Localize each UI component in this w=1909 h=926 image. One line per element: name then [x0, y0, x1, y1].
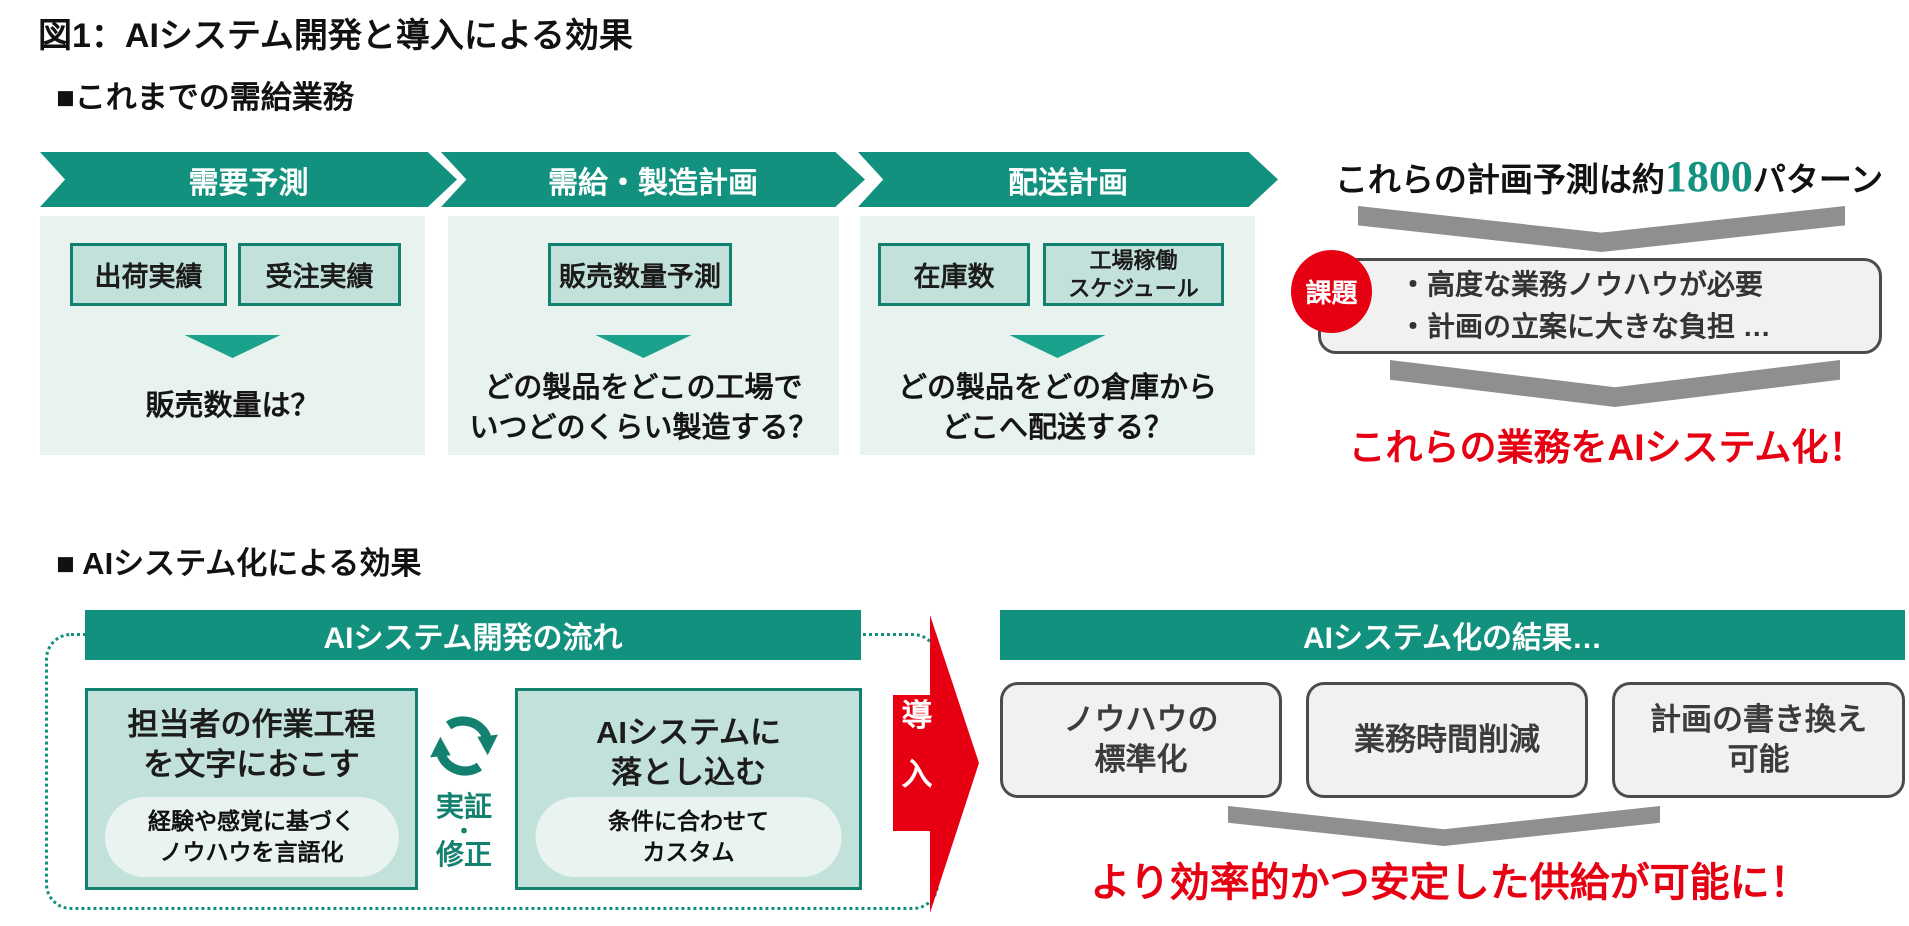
- down-triangle-icon: [595, 335, 692, 358]
- deploy-arrow-label: 導 入: [897, 690, 937, 794]
- verify-fix-label: 実証 ・ 修正: [420, 791, 508, 871]
- benefit-box-time-reduction: 業務時間削減: [1306, 682, 1588, 798]
- down-chevron-icon: [1228, 806, 1660, 846]
- input-box-label: 受注実績: [265, 262, 374, 292]
- issue-item: ・高度な業務ノウハウが必要: [1399, 269, 1764, 300]
- flow-box-title-line: AIシステムに: [595, 715, 782, 750]
- input-box-shipment-results: 出荷実績: [70, 243, 227, 306]
- input-box-label: 在庫数: [913, 262, 995, 292]
- input-box-label: 販売数量予測: [559, 262, 721, 292]
- question-line: 販売数量は？: [145, 390, 320, 422]
- step-banner-supply-production-plan: 需給・製造計画: [441, 152, 865, 207]
- input-box-label: 出荷実績: [94, 262, 203, 292]
- input-box-label: 工場稼働: [1089, 248, 1178, 273]
- deploy-arrow-icon: [893, 615, 979, 913]
- step-banner-label: 配送計画: [1008, 166, 1128, 200]
- flow-box-note: 条件に合わせて カスタム: [535, 797, 842, 877]
- flow-box-transcribe-process: 担当者の作業工程 を文字におこす 経験や感覚に基づく ノウハウを言語化: [85, 688, 418, 890]
- cycle-arrows-icon: [430, 716, 498, 776]
- step-banner-demand-forecast: 需要予測: [40, 152, 457, 207]
- benefit-line: 計画の書き換え: [1650, 701, 1867, 737]
- benefit-box-plan-rewrite: 計画の書き換え 可能: [1612, 682, 1905, 798]
- flow-header: AIシステム開発の流れ: [85, 610, 861, 660]
- verify-fix-line: 修正: [435, 839, 492, 871]
- pattern-count-heading: これらの計画予測は約1800パターン: [1310, 153, 1908, 201]
- down-chevron-icon: [1358, 206, 1845, 252]
- pattern-count-prefix: これらの計画予測は約: [1334, 161, 1665, 198]
- panel-question: 販売数量は？: [40, 386, 425, 426]
- panel-question: どの製品をどこの工場で いつどのくらい製造する？: [448, 368, 839, 448]
- deploy-arrow-char: 導: [901, 698, 933, 733]
- ai-systemization-callout: これらの業務をAIシステム化！: [1348, 427, 1866, 468]
- question-line: いつどのくらい製造する？: [469, 412, 818, 445]
- result-header: AIシステム化の結果…: [1000, 610, 1905, 660]
- stable-supply-callout: より効率的かつ安定した供給が可能に！: [1090, 861, 1810, 905]
- input-box-label: スケジュール: [1068, 275, 1199, 301]
- down-triangle-icon: [184, 335, 281, 358]
- question-line: どの製品をどの倉庫から: [897, 372, 1217, 404]
- step-banner-delivery-plan: 配送計画: [858, 152, 1278, 207]
- flow-box-note: 経験や感覚に基づく ノウハウを言語化: [104, 797, 399, 877]
- down-chevron-icon: [1390, 360, 1840, 407]
- verify-fix-line: ・: [452, 818, 475, 844]
- figure-title: 図1：AIシステム開発と導入による効果: [38, 17, 633, 55]
- flow-box-implement-ai: AIシステムに 落とし込む 条件に合わせて カスタム: [515, 688, 862, 890]
- pattern-count-suffix: パターン: [1752, 161, 1884, 198]
- input-box-sales-volume-forecast: 販売数量予測: [548, 243, 732, 306]
- panel-supply-production-plan: 販売数量予測 どの製品をどこの工場で いつどのくらい製造する？: [448, 216, 839, 455]
- benefit-line: 標準化: [1094, 742, 1188, 777]
- benefit-line: 可能: [1727, 742, 1790, 777]
- flow-box-title-line: 落とし込む: [611, 755, 766, 791]
- flow-box-title-line: 担当者の作業工程: [127, 707, 376, 742]
- pattern-count-number: 1800: [1664, 152, 1753, 201]
- issue-item: ・計画の立案に大きな負担 …: [1399, 311, 1771, 342]
- issue-badge: 課題: [1291, 250, 1372, 333]
- flow-box-note-line: カスタム: [642, 839, 735, 865]
- flow-box-note-line: ノウハウを言語化: [159, 839, 344, 865]
- input-box-order-results: 受注実績: [238, 243, 401, 306]
- flow-box-note-line: 経験や感覚に基づく: [147, 807, 355, 834]
- down-triangle-icon: [1009, 335, 1106, 358]
- input-box-factory-schedule: 工場稼働 スケジュール: [1043, 243, 1224, 306]
- section-before-heading: ■これまでの需給業務: [56, 80, 354, 115]
- step-banner-label: 需給・製造計画: [548, 166, 758, 200]
- panel-delivery-plan: 在庫数 工場稼働 スケジュール どの製品をどの倉庫から どこへ配送する？: [860, 216, 1255, 455]
- flow-box-title: AIシステムに 落とし込む: [518, 713, 859, 794]
- input-box-inventory-count: 在庫数: [878, 243, 1030, 306]
- issues-box: ・高度な業務ノウハウが必要 ・計画の立案に大きな負担 …: [1318, 258, 1882, 354]
- question-line: どこへ配送する？: [941, 412, 1174, 445]
- benefit-box-knowhow-standardization: ノウハウの 標準化: [1000, 682, 1282, 798]
- step-banner-label: 需要予測: [188, 166, 309, 200]
- flow-box-note-line: 条件に合わせて: [607, 807, 769, 834]
- flow-box-title: 担当者の作業工程 を文字におこす: [88, 705, 415, 786]
- benefit-line: 業務時間削減: [1354, 721, 1540, 757]
- flow-box-title-line: を文字におこす: [143, 747, 360, 783]
- panel-question: どの製品をどの倉庫から どこへ配送する？: [860, 368, 1255, 448]
- verify-fix-line: 実証: [435, 791, 492, 822]
- benefit-line: ノウハウの: [1063, 701, 1219, 737]
- deploy-arrow-char: 入: [901, 757, 933, 792]
- question-line: どの製品をどこの工場で: [484, 372, 803, 404]
- panel-demand-forecast: 出荷実績 受注実績 販売数量は？: [40, 216, 425, 455]
- section-after-heading: ■ AIシステム化による効果: [56, 546, 422, 581]
